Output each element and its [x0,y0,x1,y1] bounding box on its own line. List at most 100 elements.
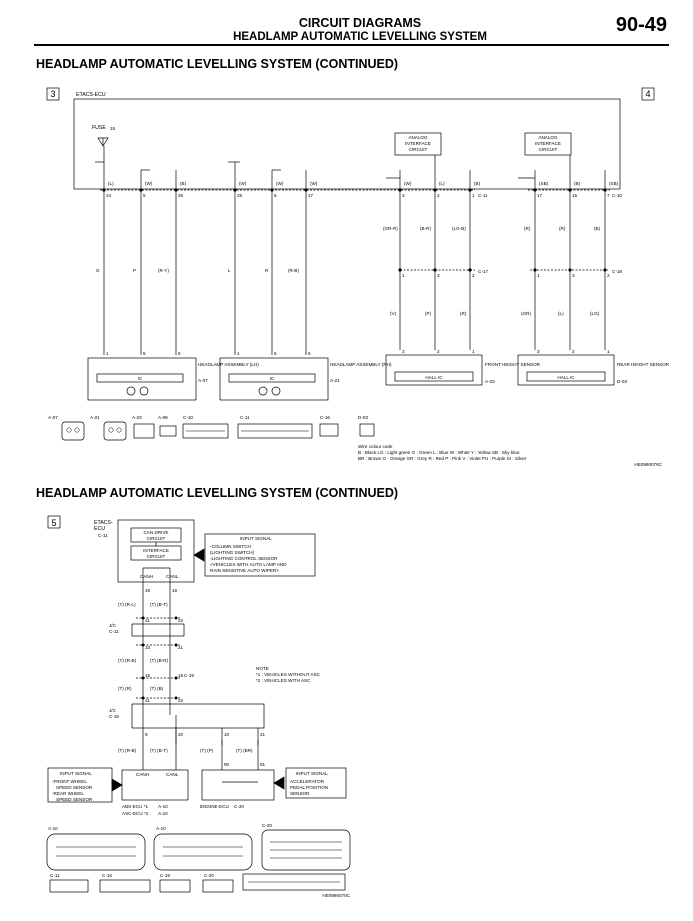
low-wire-0: G [96,268,100,273]
low-wire-3: L [228,268,231,273]
conn2-tag-4: C-16 [102,873,112,878]
note-line-2: *2 : VEHICLES WITH ASC [256,678,311,683]
pin-c-0: 10 [145,645,151,650]
mid-wire-5: (B) [594,226,601,231]
mid-wire-0: (GR-R) [383,226,398,231]
rear-sensor-pin-2: 1 [607,349,610,354]
analog-label-front-2: INTERFACE [405,141,431,146]
note-title: NOTE [256,666,269,671]
conn2-tag-3: C-11 [50,873,60,878]
hl-lh-pin-1: 5 [143,351,146,356]
jc1-conn: C-11 [109,629,119,634]
input-right-1: PEDAL POSITION [290,785,328,790]
jc2-conn: C-16 [109,714,119,719]
sheet-number-5: 5 [51,518,56,528]
top-pin-3: 25 [237,193,243,198]
input-left-0: -FRONT WHEEL [52,779,87,784]
analog-label-front-1: ANALOG [408,135,428,140]
front-sensor-pin-0: 3 [402,349,405,354]
low-wire-8: (R) [460,311,467,316]
jc-2-box [131,703,265,729]
rear-sensor-pin-1: 2 [572,349,575,354]
doc-code-2: HE0990070C [322,893,350,898]
rear-sensor-pin-0: 3 [537,349,540,354]
hall-ic-rear: HALL IC [557,375,575,380]
sheet-box-4 [641,87,655,101]
page-title: CIRCUIT DIAGRAMS [298,16,422,30]
front-sensor-pin-1: 2 [437,349,440,354]
headlamp-assembly-rh-box [219,357,329,401]
ic-label-rh: IC [270,376,275,381]
input-left-3: SPEED SENSOR [56,797,93,802]
top-pin-7: 2 [437,193,440,198]
wire-b-1: (T) (B-R) [150,658,169,663]
ecu2-label-2: ECU [94,526,105,532]
low-wire-11: (LG) [590,311,600,316]
fuse-label: FUSE [92,125,106,131]
pin-g-1: 91 [260,762,266,767]
input-top-line-4: RAIN SENSITIVE AUTO WIPER> [210,568,279,573]
engine-ecu-box [201,769,275,801]
mid-pin-5: 2 [607,273,610,278]
headlamp-assembly-lh-box [87,357,197,401]
analog-label-rear-3: CIRCUIT [539,147,558,152]
pin-g-0: 90 [224,762,230,767]
engine-ecu-label: ENGINE-ECU [200,804,229,809]
top-pin-10: 15 [572,193,578,198]
top-pin-0: 24 [106,193,112,198]
abs-ecu-conn: A-10 [158,804,168,809]
sheet-box-5 [47,515,61,529]
conn2-tag-6: C-20 [204,873,214,878]
engine-ecu-conn: C-20 [234,804,244,809]
input-right-0: ACCELERATOR [290,779,325,784]
low-wire-7: (P) [425,311,432,316]
etacs-ecu-box-2 [117,519,195,583]
sheet-number-4: 4 [645,89,650,99]
jc1-label: J/C [109,623,117,628]
sheet-number-3: 3 [50,89,55,99]
top-color-4: (W) [276,181,284,186]
conn-tag-1: A-21 [90,415,100,420]
mid-wire-4: (R) [559,226,566,231]
canl-abs: CANL [166,772,179,777]
wire-f-0: (T) (R-B) [118,748,137,753]
conn-tag-5: C-11 [240,415,250,420]
fuse-number: 15 [110,126,116,131]
section-heading-1: HEADLAMP AUTOMATIC LEVELLING SYSTEM (CON… [36,57,399,71]
mid-pin-0: 1 [402,273,405,278]
wire-f-3: (T) (BR) [236,748,253,753]
top-connector-1: C-11 [478,193,488,198]
top-color-9: (SB) [539,181,549,186]
etacs-ecu-box [73,98,621,190]
top-pin-6: 3 [402,193,405,198]
sheet-box-3 [46,87,60,101]
top-pin-4: 6 [274,193,277,198]
pin-f-3: 21 [260,732,266,737]
hl-rh-pin-2: 6 [308,351,311,356]
top-color-3: (W) [239,181,247,186]
mid-wire-3: (R) [524,226,531,231]
ecu2-conn: C-11 [98,533,108,538]
conn2-tag-1: A-10 [156,826,166,831]
headlamp-rh-conn: A-21 [330,378,340,383]
wire-colour-title: Wire colour code [358,444,393,449]
wire-a-0: (T) (R-L) [118,602,136,607]
rear-height-sensor-label: REAR HEIGHT SENSOR [617,362,670,367]
jc-1-box [131,623,185,637]
conn-tag-6: C-16 [320,415,330,420]
asc-ecu-conn: A-10 [158,811,168,816]
mid-wire-2: (LG-B) [452,226,466,231]
wire-f-1: (T) (B-T) [150,748,168,753]
input-left-title: INPUT SIGNAL [60,771,92,776]
mid-pin-3: 1 [537,273,540,278]
pin-a-0: 19 [145,588,151,593]
section-heading-2: HEADLAMP AUTOMATIC LEVELLING SYSTEM (CON… [36,486,399,500]
conn2-tag-2: C-20 [262,823,272,828]
top-pin-5: 27 [308,193,314,198]
top-pin-1: 5 [143,193,146,198]
input-right-title: INPUT SIGNAL [296,771,328,776]
front-sensor-pin-2: 1 [472,349,475,354]
top-color-11: (SB) [609,181,619,186]
wire-b-0: (T) (R-B) [118,658,137,663]
